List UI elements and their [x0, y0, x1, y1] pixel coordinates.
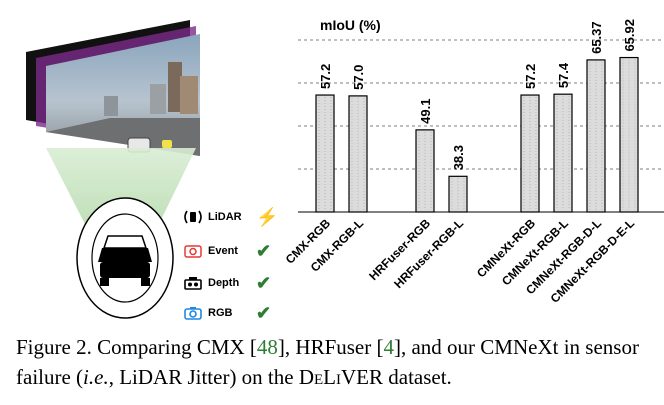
value-label: 65.37	[589, 21, 604, 54]
bar	[586, 59, 606, 213]
caption-text: , LiDAR Jitter) on the	[108, 365, 299, 389]
legend-item-depth: Depth ✔	[182, 272, 271, 294]
event-camera-icon	[182, 242, 204, 260]
value-label: 38.3	[451, 145, 466, 170]
chart-title: mIoU (%)	[320, 17, 381, 33]
sensor-illustration	[26, 20, 200, 319]
citation-link[interactable]: 4	[383, 335, 394, 359]
legend-item-lidar: LiDAR ⚡	[182, 206, 278, 228]
lightning-icon: ⚡	[256, 207, 279, 227]
value-label: 65.92	[622, 19, 637, 52]
caption-suffix: dataset.	[383, 365, 452, 389]
figure-caption: Figure 2. Comparing CMX [48], HRFuser [4…	[16, 332, 656, 392]
bar	[520, 94, 540, 213]
car-topdown	[76, 197, 174, 319]
bar	[348, 95, 368, 213]
value-label: 57.2	[318, 64, 333, 89]
caption-text: ], HRFuser [	[277, 335, 384, 359]
checkmark-icon: ✔	[256, 303, 272, 323]
dataset-name: DeLiVER	[298, 365, 383, 389]
caption-text: ], and our CMNeXt in sensor failure (	[16, 335, 639, 389]
caption-ie: i.e.	[83, 365, 109, 389]
checkmark-icon: ✔	[256, 273, 272, 293]
legend-label: Event	[208, 245, 238, 257]
rgb-camera-icon	[182, 304, 204, 322]
citation-link[interactable]: 48	[256, 335, 278, 359]
miou-bar-chart: 57.2CMX-RGB57.0CMX-RGB-L49.1HRFuser-RGB3…	[283, 17, 664, 306]
value-label: 57.0	[351, 65, 366, 90]
city-buildings	[104, 62, 198, 116]
value-label: 57.2	[523, 64, 538, 89]
legend-label: LiDAR	[208, 211, 242, 223]
label-layer: 57.2CMX-RGB57.0CMX-RGB-L49.1HRFuser-RGB3…	[283, 19, 637, 306]
bar	[315, 94, 335, 213]
value-label: 57.4	[556, 62, 571, 88]
view-cone	[46, 148, 196, 226]
jittered-frame	[26, 20, 200, 156]
bar-layer	[315, 56, 639, 213]
legend-label: Depth	[208, 277, 240, 289]
legend-label: RGB	[208, 307, 233, 319]
depth-sensor-icon	[182, 274, 204, 292]
value-label: 49.1	[418, 99, 433, 124]
legend-item-event: Event ✔	[182, 240, 271, 262]
lidar-icon	[182, 208, 204, 226]
checkmark-icon: ✔	[256, 241, 272, 261]
legend-item-rgb: RGB ✔	[182, 302, 271, 324]
bar	[553, 93, 573, 213]
caption-prefix: Figure 2. Comparing CMX [	[16, 335, 257, 359]
street-car	[162, 140, 172, 148]
